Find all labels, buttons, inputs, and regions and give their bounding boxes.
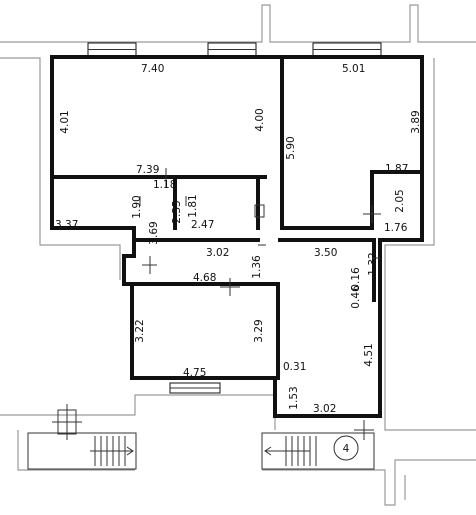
dim-label: 2.05 [394, 189, 406, 212]
dim-label: 3.29 [253, 319, 265, 342]
dim-label: 4.51 [363, 343, 375, 366]
dim-label: 1.36 [251, 255, 263, 279]
dim-label: 4.00 [254, 108, 266, 131]
dim-label: 1.90 [131, 195, 143, 218]
dim-label: 5.90 [285, 136, 297, 159]
dim-label: 7.39 [136, 164, 159, 176]
dim-label: 2.35 [171, 200, 183, 223]
dim-label: 0.46 [350, 285, 362, 309]
dim-label: 3.89 [410, 110, 422, 133]
dim-label: 1.76 [384, 222, 408, 234]
dim-label: 1.81 [187, 194, 199, 217]
dim-label: 0.31 [283, 361, 306, 373]
windows [87, 42, 382, 394]
dim-label: 5.01 [342, 63, 365, 75]
dimension-labels: 7.40 5.01 7.39 1.18 1.87 2.47 3.37 1.76 … [55, 63, 422, 415]
dim-label: 4.01 [59, 110, 71, 133]
walls [50, 55, 424, 418]
context-outline [0, 4, 476, 506]
dim-label: 3.37 [55, 219, 78, 231]
marker-4: 4 [333, 435, 359, 461]
stairs-left [27, 404, 137, 470]
dim-label: 0.16 [350, 267, 362, 291]
dim-label: 7.40 [141, 63, 164, 75]
dim-label: 3.02 [313, 403, 336, 415]
stairs-right [261, 420, 375, 470]
dim-label: 4.75 [183, 367, 206, 379]
details [139, 168, 381, 296]
dim-label: 1.32 [367, 252, 379, 275]
dim-label: 3.50 [314, 247, 337, 259]
dim-label: 1.53 [288, 386, 300, 409]
dim-label: 3.22 [134, 319, 146, 342]
dim-label: 3.02 [206, 247, 229, 259]
dim-label: 4.68 [193, 272, 216, 284]
marker-label: 4 [343, 443, 350, 455]
dim-label: 1.87 [385, 163, 408, 175]
dim-label: 3.69 [148, 221, 160, 244]
dim-label: 2.47 [191, 219, 214, 231]
dim-label: 1.18 [153, 179, 176, 191]
